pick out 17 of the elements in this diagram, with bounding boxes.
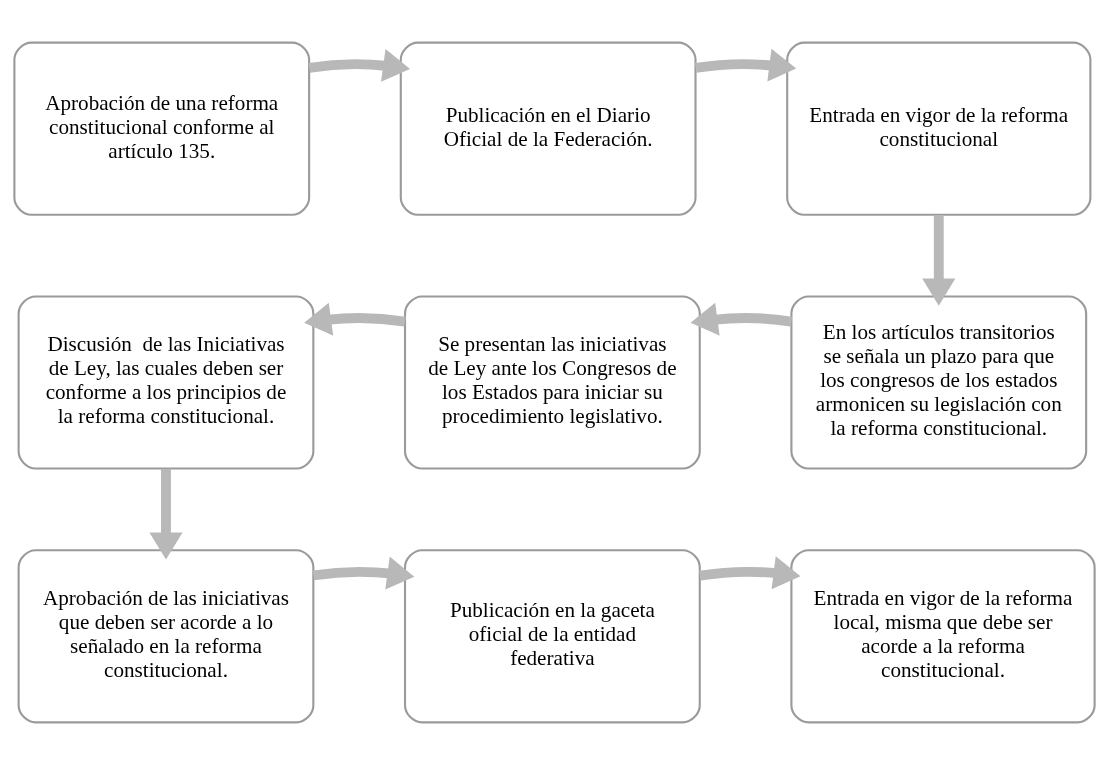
arrow — [304, 302, 406, 336]
node-box: Aprobación de las iniciativas que deben ser acorde a lo señalado en la reforma constitucional. — [17, 548, 315, 723]
arrow — [922, 214, 956, 306]
arrow — [312, 556, 415, 589]
node-box: Entrada en vigor de la reforma local, misma que debe ser acorde a la reforma constitucional. — [790, 548, 1096, 723]
arrow — [695, 48, 797, 82]
arrow — [149, 468, 183, 559]
arrow — [699, 555, 801, 589]
node-box: Discusión de las Iniciativas de Ley, las cuales deben ser conforme a los principios de la reforma constitucional. — [17, 294, 315, 470]
node-box: Aprobación de una reforma constitucional conforme al artículo 135. — [13, 41, 311, 216]
node-box: Se presentan las iniciativas de Ley ante los Congresos de los Estados para iniciar su procedimiento legislativo. — [403, 294, 701, 470]
arrow — [690, 302, 793, 336]
node-box: Publicación en el Diario Oficial de la Federación. — [399, 41, 697, 216]
node-box: En los artículos transitorios se señala un plazo para que los congresos de los estados armonicen su legislación con la reforma constitucional. — [790, 294, 1088, 470]
node-box: Entrada en vigor de la reforma constitucional — [786, 41, 1092, 216]
node-box: Publicación en la gaceta oficial de la entidad federativa — [403, 548, 701, 723]
arrow — [308, 48, 411, 82]
